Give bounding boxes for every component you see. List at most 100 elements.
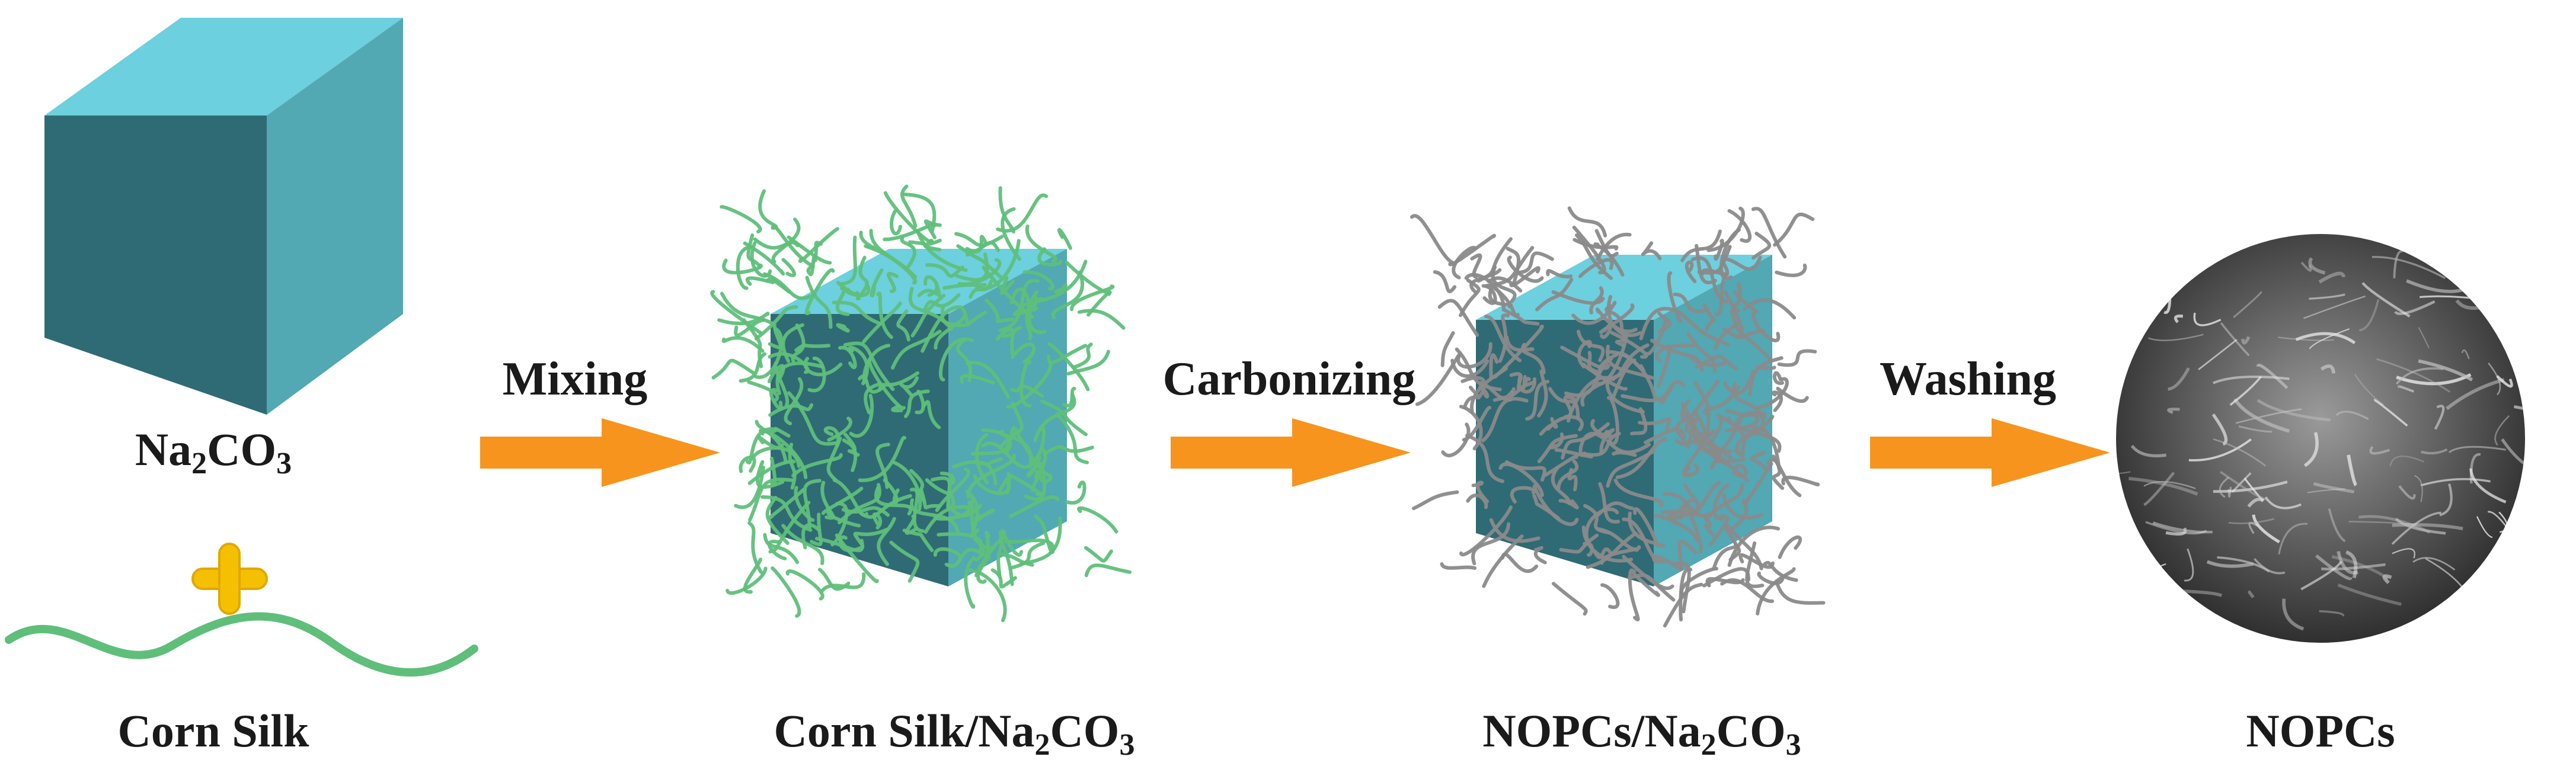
fiber-strand bbox=[858, 436, 907, 482]
fiber-strand bbox=[1489, 518, 1541, 543]
sem-streak bbox=[2198, 339, 2238, 370]
fiber-strand bbox=[1412, 490, 1459, 511]
fiber-strand bbox=[1627, 573, 1676, 602]
fiber-strand bbox=[1571, 300, 1617, 325]
fiber-strand bbox=[748, 477, 794, 522]
fiber-strand bbox=[899, 376, 919, 397]
fiber-strand bbox=[819, 572, 866, 594]
fiber-strand bbox=[890, 209, 903, 236]
fiber-strand bbox=[1777, 349, 1817, 367]
fiber-strand bbox=[1077, 506, 1118, 534]
corn-silk-label: Corn Silk bbox=[117, 705, 309, 756]
sem-streak bbox=[2501, 438, 2525, 472]
fiber-strand bbox=[1057, 227, 1072, 250]
fiber-strand bbox=[760, 495, 813, 532]
fiber-strand bbox=[840, 235, 857, 286]
fiber-strand bbox=[747, 521, 763, 574]
sem-streak bbox=[2130, 444, 2167, 458]
fiber-strand bbox=[1576, 329, 1605, 363]
fiber-strand bbox=[1677, 539, 1698, 569]
fiber-strand bbox=[1593, 547, 1613, 559]
fiber-strand bbox=[961, 307, 987, 327]
sem-streak bbox=[2117, 563, 2166, 594]
fiber-strand bbox=[1525, 380, 1550, 421]
fiber-strand bbox=[743, 241, 785, 276]
sem-streak bbox=[2389, 455, 2425, 467]
fiber-strand bbox=[762, 272, 817, 300]
fiber-strand bbox=[739, 352, 767, 383]
fiber-strand bbox=[794, 344, 831, 352]
fiber-strand bbox=[1410, 214, 1455, 265]
fiber-strand bbox=[1606, 396, 1619, 445]
sem-streak bbox=[2243, 477, 2264, 501]
fiber-strand bbox=[1025, 290, 1039, 341]
fiber-strand bbox=[821, 486, 864, 515]
fiber-strand bbox=[923, 219, 942, 239]
fiber-strand bbox=[1583, 504, 1611, 535]
fiber-strand bbox=[1567, 467, 1578, 492]
fiber-strand bbox=[1586, 531, 1638, 569]
fiber-strand bbox=[1471, 522, 1511, 566]
fiber-strand bbox=[798, 227, 839, 263]
fiber-strand bbox=[767, 488, 806, 520]
sem-streak bbox=[2479, 561, 2525, 576]
fiber-strand bbox=[804, 268, 835, 316]
fiber-strand bbox=[1615, 437, 1667, 479]
fiber-strand bbox=[1745, 541, 1765, 588]
fiber-strand bbox=[1459, 405, 1483, 451]
fiber-strand bbox=[957, 258, 1002, 286]
fiber-strand bbox=[1471, 480, 1490, 504]
fiber-strand bbox=[711, 358, 755, 380]
fiber-strand bbox=[1612, 449, 1637, 457]
fiber-strand bbox=[1600, 583, 1620, 609]
fiber-strand bbox=[1589, 286, 1604, 315]
sem-streak bbox=[2348, 521, 2415, 525]
fiber-strand bbox=[1546, 269, 1573, 278]
fiber-strand bbox=[763, 533, 800, 565]
fiber-strand bbox=[997, 552, 1034, 567]
fiber-strand bbox=[1593, 242, 1625, 277]
fiber-strand bbox=[1730, 309, 1772, 361]
fiber-strand bbox=[1750, 450, 1768, 471]
fiber-strand bbox=[930, 476, 951, 510]
sem-streak bbox=[2376, 358, 2451, 393]
plus-icon bbox=[191, 543, 268, 615]
fiber-strand bbox=[1488, 285, 1513, 309]
fiber-strand bbox=[1735, 415, 1775, 454]
fiber-strand bbox=[862, 344, 891, 384]
sem-streak bbox=[2143, 481, 2196, 489]
sem-streak bbox=[2158, 241, 2202, 249]
sem-streak bbox=[2147, 334, 2204, 341]
fiber-strand bbox=[754, 305, 798, 341]
sem-streak bbox=[2395, 367, 2444, 385]
fiber-strand bbox=[1731, 382, 1765, 425]
fiber-strand bbox=[922, 293, 961, 313]
fiber-strand bbox=[889, 540, 920, 583]
sodium-carbonate-cube bbox=[44, 18, 403, 415]
sem-streak bbox=[2501, 633, 2520, 638]
fiber-strand bbox=[926, 238, 942, 246]
sem-streak bbox=[2395, 517, 2446, 535]
fiber-strand bbox=[720, 291, 774, 325]
fiber-strand bbox=[1610, 331, 1648, 359]
carbonized-composite-cube bbox=[1410, 206, 1826, 628]
fiber-strand bbox=[832, 478, 869, 517]
fiber-strand bbox=[1548, 387, 1580, 419]
sem-streak bbox=[2168, 367, 2190, 391]
fiber-strand bbox=[965, 235, 988, 254]
fiber-strand bbox=[1733, 290, 1759, 314]
fiber-strand bbox=[781, 323, 804, 363]
fiber-strand bbox=[1084, 546, 1113, 563]
sem-streak bbox=[2220, 470, 2267, 501]
sem-streak bbox=[2233, 398, 2290, 433]
fiber-strand bbox=[956, 244, 1002, 278]
sem-streak bbox=[2193, 312, 2222, 326]
sem-streak bbox=[2484, 597, 2518, 612]
sem-streak bbox=[2392, 548, 2415, 559]
fiber-strand bbox=[1776, 386, 1809, 403]
fiber-strand bbox=[746, 276, 775, 286]
fiber-strand bbox=[1724, 413, 1760, 432]
fiber-strand bbox=[1503, 308, 1540, 326]
fiber-strand bbox=[1641, 241, 1662, 261]
sem-streak bbox=[2206, 560, 2254, 568]
